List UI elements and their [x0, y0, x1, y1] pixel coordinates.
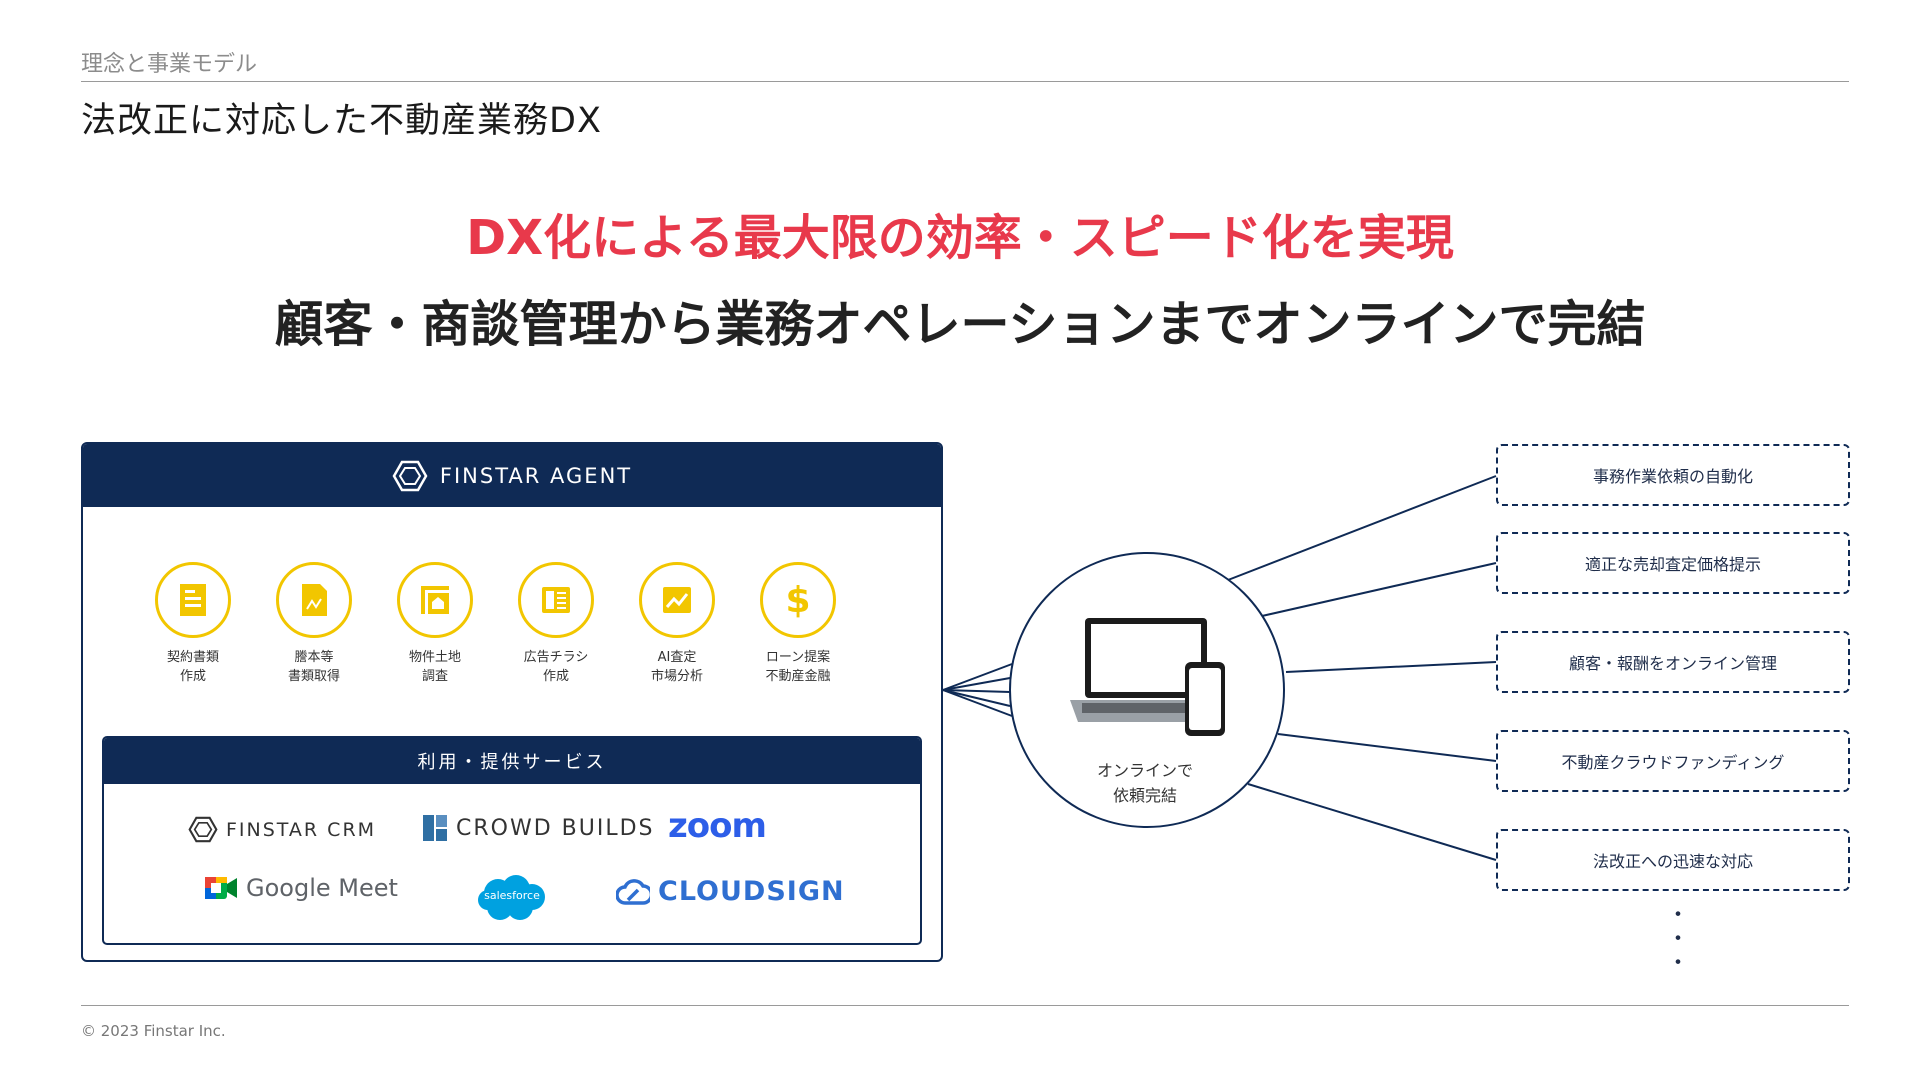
crowd-builds-icon — [423, 815, 447, 841]
benefit-item: 事務作業依頼の自動化 — [1496, 444, 1850, 506]
fan-lines — [942, 663, 1013, 717]
headline-primary: DX化による最大限の効率・スピード化を実現 — [466, 210, 1454, 266]
certificate-icon — [302, 584, 327, 616]
feature-label-line2: 調査 — [421, 669, 448, 684]
zoom-text: zoom — [668, 806, 767, 846]
feature-label-line2: 作成 — [179, 669, 206, 684]
copyright: © 2023 Finstar Inc. — [81, 1022, 226, 1040]
finstar-crm-text: FINSTAR CRM — [226, 818, 377, 841]
feature-loan-proposal[interactable]: $ ローン提案不動産金融 — [738, 562, 858, 686]
top-divider — [81, 81, 1849, 82]
feature-label-line1: 物件土地 — [408, 650, 461, 665]
feature-label-line1: 謄本等 — [294, 650, 334, 665]
services-box: 利用・提供サービス FINSTAR CRM CROWD BUILDS zoom — [102, 736, 922, 945]
more-ellipsis: ・ ・ ・ — [1667, 903, 1690, 976]
feature-label-line2: 市場分析 — [650, 669, 703, 684]
finstar-logo-icon — [188, 816, 218, 843]
page-title: 法改正に対応した不動産業務DX — [81, 101, 602, 141]
smartphone-icon — [1185, 662, 1225, 736]
cloudsign-text: CLOUDSIGN — [658, 876, 845, 907]
flyer-icon — [542, 587, 570, 613]
feature-ad-flyer[interactable]: 広告チラシ作成 — [496, 562, 616, 686]
zoom-logo: zoom — [668, 806, 767, 846]
feature-ai-valuation[interactable]: AI査定市場分析 — [617, 562, 737, 686]
finstar-logo-icon — [392, 460, 428, 491]
feature-label-line1: 契約書類 — [166, 650, 219, 665]
headline-secondary: 顧客・商談管理から業務オペレーションまでオンラインで完結 — [274, 296, 1646, 353]
device-caption-line2: 依頼完結 — [1112, 786, 1177, 805]
google-meet-logo: Google Meet — [204, 874, 398, 902]
device-caption-line1: オンラインで — [1096, 761, 1193, 780]
section-label: 理念と事業モデル — [81, 52, 258, 77]
feature-label-line2: 不動産金融 — [765, 669, 831, 684]
feature-contract-docs[interactable]: 契約書類作成 — [133, 562, 253, 686]
feature-registry-docs[interactable]: 謄本等書類取得 — [254, 562, 374, 686]
benefit-item: 適正な売却査定価格提示 — [1496, 532, 1850, 594]
google-meet-icon — [205, 877, 237, 899]
agent-header: FINSTAR AGENT — [83, 444, 941, 507]
document-icon — [180, 584, 206, 616]
crowd-builds-text: CROWD BUILDS — [456, 815, 655, 841]
property-icon — [421, 586, 449, 614]
salesforce-text: salesforce — [484, 889, 540, 902]
crowd-builds-logo: CROWD BUILDS — [422, 814, 655, 842]
benefit-item: 法改正への迅速な対応 — [1496, 829, 1850, 891]
laptop-icon — [1070, 618, 1222, 722]
feature-label-line1: 広告チラシ — [523, 650, 589, 665]
benefit-item: 不動産クラウドファンディング — [1496, 730, 1850, 792]
finstar-crm-logo: FINSTAR CRM — [188, 816, 376, 843]
feature-label-line1: AI査定 — [657, 650, 697, 665]
services-header: 利用・提供サービス — [104, 738, 920, 784]
feature-label-line1: ローン提案 — [765, 650, 831, 665]
chart-icon — [663, 587, 691, 613]
benefit-item: 顧客・報酬をオンライン管理 — [1496, 631, 1850, 693]
feature-label-line2: 作成 — [542, 669, 569, 684]
feature-property-survey[interactable]: 物件土地調査 — [375, 562, 495, 686]
cloudsign-icon — [616, 878, 650, 905]
svg-text:$: $ — [785, 580, 810, 620]
salesforce-cloud-icon — [478, 875, 545, 920]
bottom-divider — [81, 1005, 1849, 1006]
feature-label-line2: 書類取得 — [287, 669, 340, 684]
benefit-connectors — [1227, 475, 1497, 861]
finstar-agent-panel: FINSTAR AGENT 契約書類作成 謄本等書類取得 物件土地調 — [81, 442, 943, 962]
google-meet-text: Google Meet — [246, 874, 398, 902]
device-caption: オンラインで 依頼完結 — [1060, 758, 1230, 808]
dollar-icon: $ — [785, 580, 810, 620]
cloudsign-logo: CLOUDSIGN — [616, 876, 845, 907]
salesforce-logo: salesforce — [476, 873, 548, 923]
agent-brand-name: FINSTAR AGENT — [439, 463, 633, 488]
